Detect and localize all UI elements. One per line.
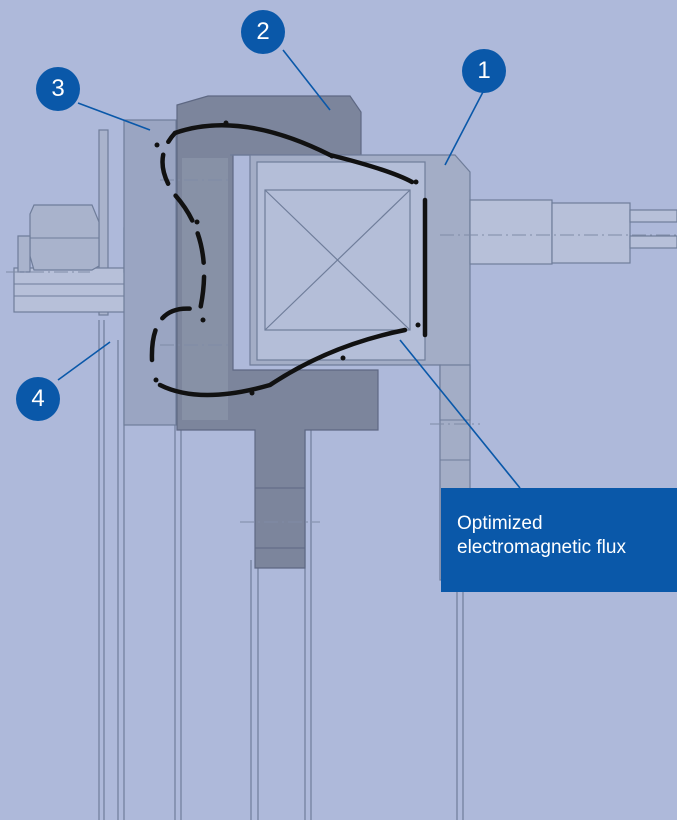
right-rails — [250, 420, 464, 820]
marker-2: 2 — [241, 10, 285, 54]
right-connector — [469, 199, 677, 265]
flux-path — [149, 123, 428, 398]
callout-line-2: electromagnetic flux — [457, 537, 626, 558]
marker-3: 3 — [36, 67, 80, 111]
flux-callout-box: Optimized electromagnetic flux — [441, 488, 677, 592]
leader-lines — [57, 49, 521, 489]
coil — [256, 161, 426, 361]
callout-line-1: Optimized — [457, 513, 543, 534]
flux-dots — [153, 120, 421, 396]
hex-nut — [17, 204, 100, 273]
marker-4: 4 — [16, 377, 60, 421]
centerlines — [6, 179, 677, 523]
marker-1: 1 — [462, 49, 506, 93]
mounting-plate — [123, 119, 177, 426]
